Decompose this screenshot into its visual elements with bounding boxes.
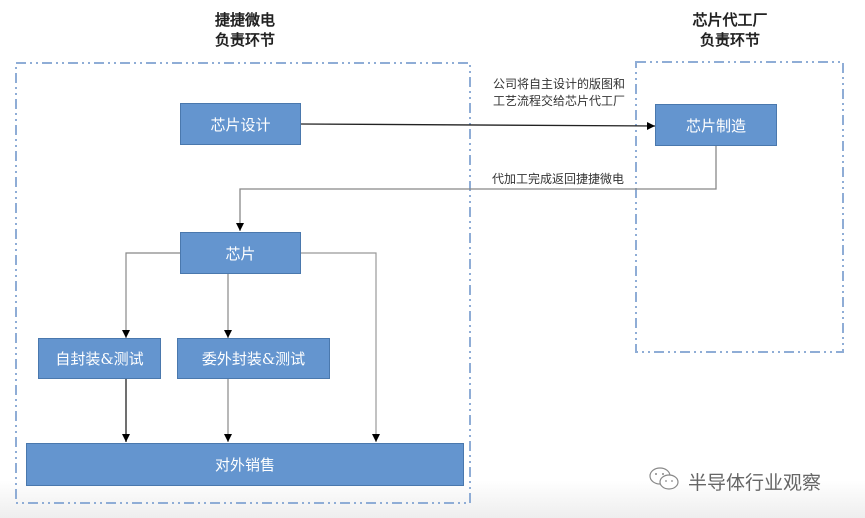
chip-box: 芯片 [180,232,301,274]
company-heading-line2: 负责环节 [214,31,275,49]
company-heading-line1: 捷捷微电 [214,11,275,29]
watermark: 半导体行业观察 [648,466,821,497]
outsourced-packaging-box: 委外封装&测试 [177,338,330,379]
foundry-heading-line2: 负责环节 [699,31,760,49]
foundry-heading-line1: 芯片代工厂 [692,11,768,29]
foundry-heading: 芯片代工厂 负责环节 [670,10,790,50]
arrow-chip-to-sales [300,252,380,442]
arrow-design-to-fab [299,121,656,130]
edge-label-fab-to-company: 代加工完成返回捷捷微电 [491,172,624,186]
foundry-region-border [635,61,844,353]
chip-manufacture-box: 芯片制造 [655,104,777,146]
edge-label-design-to-fab: 公司将自主设计的版图和工艺流程交给芯片代工厂 [492,77,625,108]
company-heading: 捷捷微电 负责环节 [185,10,305,50]
wechat-icon [648,466,680,497]
arrow-fab-to-chip [236,146,717,231]
watermark-text: 半导体行业观察 [688,472,822,494]
company-region-border [15,62,471,504]
arrow-chip-to-self-packaging [122,252,181,338]
external-sales-box: 对外销售 [26,443,464,486]
self-packaging-box: 自封装&测试 [38,338,161,379]
chip-design-box: 芯片设计 [180,103,301,145]
